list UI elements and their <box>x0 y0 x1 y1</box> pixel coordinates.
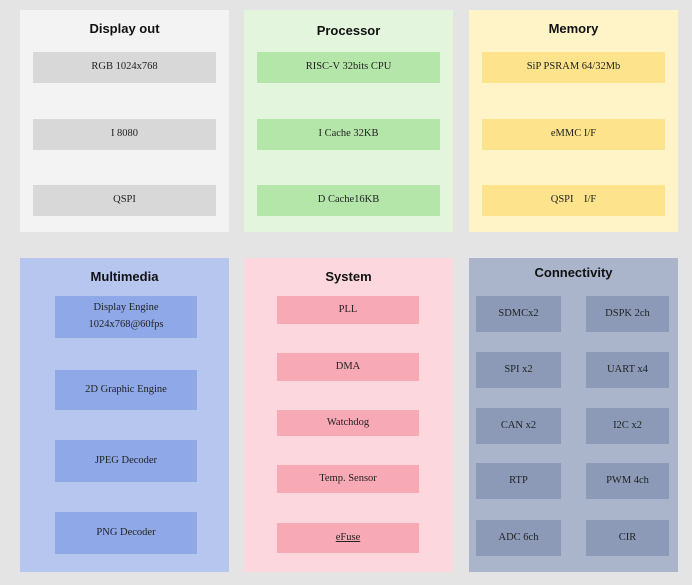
block-cir: CIR <box>586 520 669 556</box>
block-2d-graphic-engine: 2D Graphic Engine <box>55 370 197 410</box>
block-display-engine: Display Engine 1024x768@60fps <box>55 296 197 338</box>
block-rtp: RTP <box>476 463 561 499</box>
connectivity-panel: Connectivity SDMCx2 DSPK 2ch SPI x2 UART… <box>469 258 678 572</box>
block-temp-sensor: Temp. Sensor <box>277 465 419 493</box>
block-adc: ADC 6ch <box>476 520 561 556</box>
block-qspi-if: QSPI I/F <box>482 185 665 216</box>
block-riscv-cpu: RISC-V 32bits CPU <box>257 52 440 83</box>
block-pll: PLL <box>277 296 419 324</box>
block-sdmc: SDMCx2 <box>476 296 561 332</box>
processor-panel: Processor RISC-V 32bits CPU I Cache 32KB… <box>244 10 453 232</box>
block-spi: SPI x2 <box>476 352 561 388</box>
block-dcache: D Cache16KB <box>257 185 440 216</box>
display-out-panel: Display out RGB 1024x768 I 8080 QSPI <box>20 10 229 232</box>
block-can: CAN x2 <box>476 408 561 444</box>
block-watchdog: Watchdog <box>277 410 419 436</box>
block-pwm: PWM 4ch <box>586 463 669 499</box>
display-out-title: Display out <box>89 21 160 36</box>
block-i2c: I2C x2 <box>586 408 669 444</box>
system-title: System <box>325 269 372 284</box>
block-uart: UART x4 <box>586 352 669 388</box>
block-dspk: DSPK 2ch <box>586 296 669 332</box>
block-psram: SiP PSRAM 64/32Mb <box>482 52 665 83</box>
block-jpeg-decoder: JPEG Decoder <box>55 440 197 482</box>
block-dma: DMA <box>277 353 419 381</box>
memory-panel: Memory SiP PSRAM 64/32Mb eMMC I/F QSPI I… <box>469 10 678 232</box>
block-efuse: eFuse <box>277 523 419 553</box>
block-i8080: I 8080 <box>33 119 216 150</box>
multimedia-title: Multimedia <box>90 269 159 284</box>
system-panel: System PLL DMA Watchdog Temp. Sensor eFu… <box>244 258 453 572</box>
multimedia-panel: Multimedia Display Engine 1024x768@60fps… <box>20 258 229 572</box>
block-png-decoder: PNG Decoder <box>55 512 197 554</box>
block-rgb: RGB 1024x768 <box>33 52 216 83</box>
connectivity-title: Connectivity <box>534 265 613 280</box>
block-qspi: QSPI <box>33 185 216 216</box>
processor-title: Processor <box>316 23 381 38</box>
memory-title: Memory <box>548 21 599 36</box>
block-icache: I Cache 32KB <box>257 119 440 150</box>
block-emmc: eMMC I/F <box>482 119 665 150</box>
